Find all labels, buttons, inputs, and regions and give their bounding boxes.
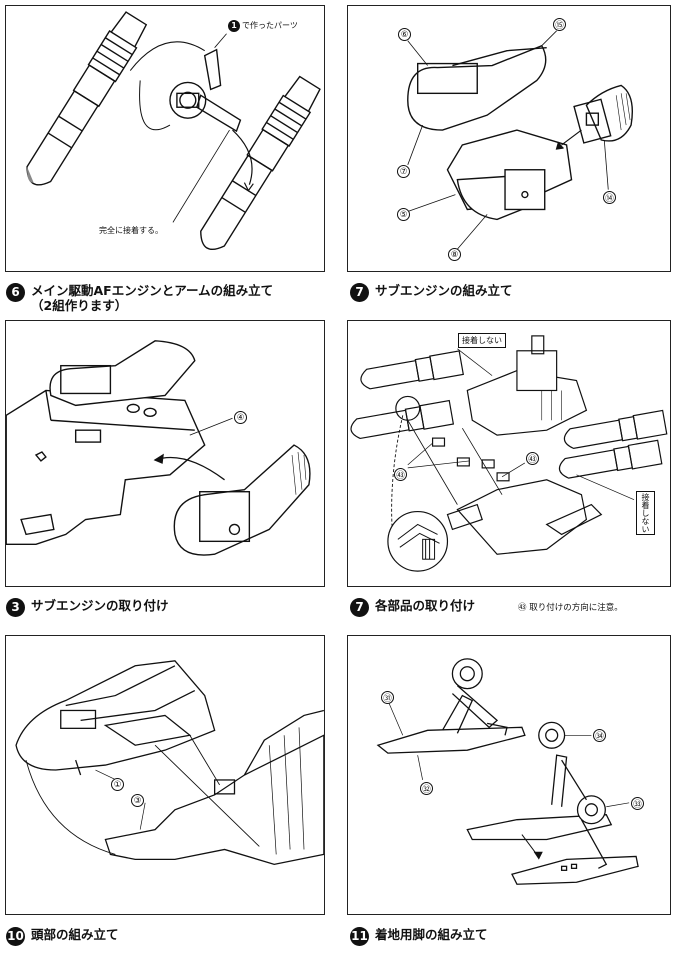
part-label: ㉛ (381, 691, 394, 704)
part-label: ⑥ (398, 28, 411, 41)
step-3-caption: 3 サブエンジンの取り付け (6, 598, 169, 617)
step-7-parts-caption: 7 各部品の取り付け (350, 598, 475, 617)
landing-leg-illustration (376, 658, 639, 885)
part-label: ③ (131, 794, 144, 807)
direction-caution-note: ㊸ 取り付けの方向に注意。 (518, 603, 623, 613)
step-number-badge: 7 (350, 598, 369, 617)
step-6-caption: 6 メイン駆動AFエンジンとアームの組み立て （2組作ります） (6, 283, 326, 313)
step-7-caption: 7 サブエンジンの組み立て (350, 283, 513, 302)
step-10-panel: ① ③ (5, 635, 325, 915)
part-label: ⑤ (397, 208, 410, 221)
step-11-caption: 11 着地用脚の組み立て (350, 927, 488, 946)
step-title: サブエンジンの取り付け (31, 598, 169, 613)
part-label: ⑭ (603, 191, 616, 204)
part-label: ㉞ (593, 729, 606, 742)
part-label: ㊸ (394, 468, 407, 481)
sub-engine-illustration (407, 30, 634, 250)
step-number-badge: 6 (6, 283, 25, 302)
step-title: 頭部の組み立て (31, 927, 119, 942)
step-7-parts-panel: 接着しない 接着しない ㊸ ㊸ (347, 320, 671, 587)
step-title: 着地用脚の組み立て (375, 927, 488, 942)
parts-attach-illustration (350, 335, 668, 572)
step-title: サブエンジンの組み立て (375, 283, 513, 298)
step-7-sub-engine-panel: ⑥ ⑮ ⑦ ⑭ ⑤ ⑧ (347, 5, 671, 272)
head-assembly-illustration (15, 660, 324, 866)
part-label: ⑦ (397, 165, 410, 178)
part-label: ① (111, 778, 124, 791)
step-number-badge: 7 (350, 283, 369, 302)
part-label: ④ (234, 411, 247, 424)
step-title: メイン駆動AFエンジンとアームの組み立て (31, 283, 274, 298)
engine-arm-illustration (26, 11, 321, 250)
step-10-caption: 10 頭部の組み立て (6, 927, 119, 946)
no-glue-note: 接着しない (458, 333, 506, 348)
step-number-badge: 11 (350, 927, 369, 946)
sub-engine-attach-illustration (6, 340, 311, 556)
step-number-badge: 3 (6, 598, 25, 617)
step-number-badge: 10 (6, 927, 25, 946)
part-label: ⑧ (448, 248, 461, 261)
step-3-panel: ④ (5, 320, 325, 587)
part-label: ㊸ (526, 452, 539, 465)
step-title: 各部品の取り付け (375, 598, 476, 613)
glue-note: 完全に接着する。 (99, 226, 163, 235)
part-label: ⑮ (553, 18, 566, 31)
step-11-panel: ㉛ ㉜ ㉞ ㉝ (347, 635, 671, 915)
part-label: ㉜ (420, 782, 433, 795)
step-subtitle: （2組作ります） (31, 298, 128, 313)
no-glue-note: 接着しない (636, 491, 655, 535)
part-label: ㉝ (631, 797, 644, 810)
